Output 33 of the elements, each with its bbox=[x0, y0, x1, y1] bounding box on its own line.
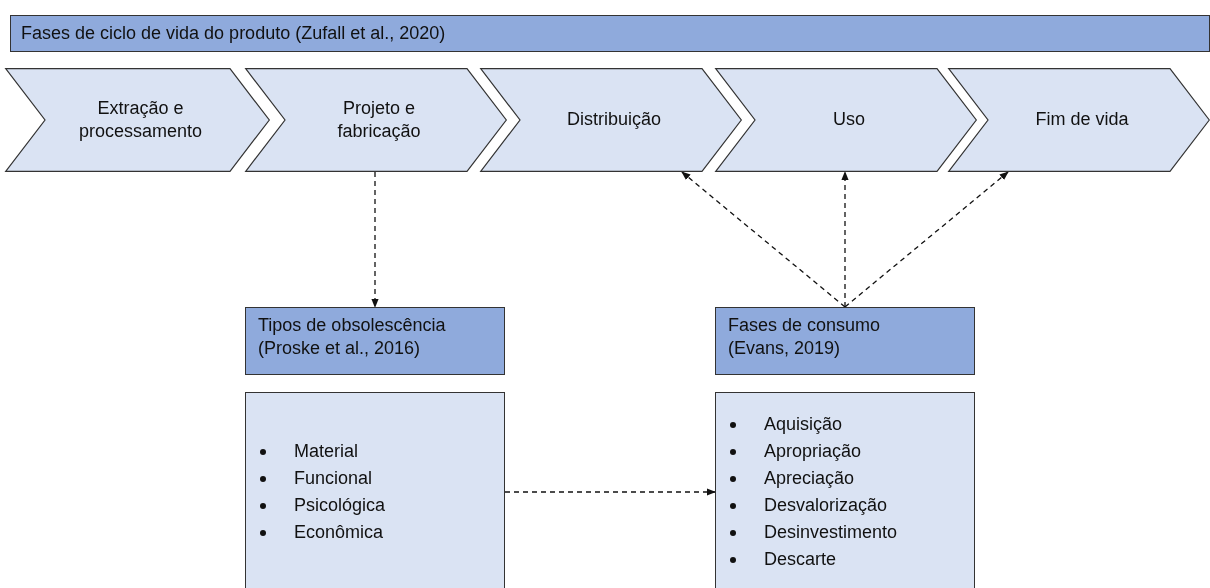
dashed-arrow bbox=[504, 488, 716, 496]
dashed-arrow bbox=[681, 171, 846, 308]
list-item: Apreciação bbox=[764, 467, 855, 490]
list-item: Apropriação bbox=[764, 440, 862, 463]
dashed-arrow bbox=[844, 171, 1009, 308]
list-item: Econômica bbox=[294, 521, 384, 544]
chevron-shape bbox=[480, 68, 742, 172]
heading-text: Tipos de obsolescência (Proske et al., 2016) bbox=[258, 314, 447, 361]
list-box bbox=[715, 392, 975, 588]
list-item: Psicológica bbox=[294, 494, 386, 517]
phase-label: Extração e processamento bbox=[77, 96, 204, 143]
chevron-shape bbox=[5, 68, 270, 172]
list-item: Funcional bbox=[294, 467, 373, 490]
dashed-arrow bbox=[841, 171, 849, 308]
list-item: Aquisição bbox=[764, 413, 843, 436]
title-text: Fases de ciclo de vida do produto (Zufall et al., 2020) bbox=[21, 21, 446, 45]
phase-label: Distribuição bbox=[566, 108, 661, 132]
phase-label: Uso bbox=[833, 108, 865, 132]
list-box bbox=[245, 392, 505, 588]
list-item: Descarte bbox=[764, 548, 837, 571]
list-item: Desvalorização bbox=[764, 494, 888, 517]
heading-box bbox=[715, 307, 975, 375]
title-band bbox=[10, 15, 1210, 52]
list-item: Desinvestimento bbox=[764, 521, 898, 544]
dashed-arrow bbox=[371, 171, 379, 308]
heading-text: Fases de consumo (Evans, 2019) bbox=[728, 314, 882, 361]
phase-label: Projeto e fabricação bbox=[336, 96, 422, 143]
phase-label: Fim de vida bbox=[1035, 108, 1129, 132]
chevron-shape bbox=[948, 68, 1210, 172]
list-item: Material bbox=[294, 440, 359, 463]
heading-box bbox=[245, 307, 505, 375]
chevron-shape bbox=[715, 68, 977, 172]
chevron-shape bbox=[245, 68, 507, 172]
